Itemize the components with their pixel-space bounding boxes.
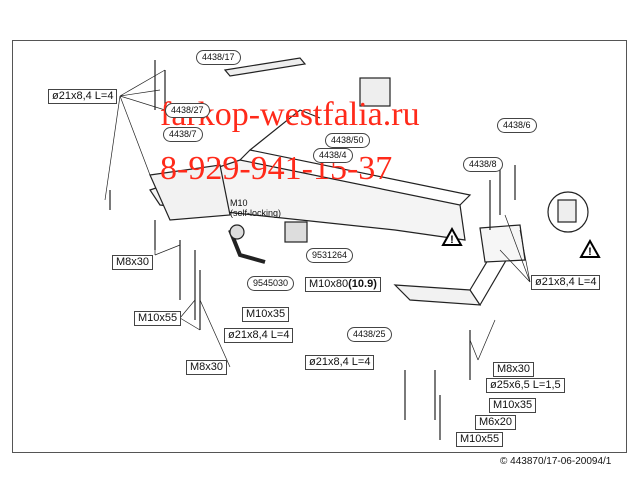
right-bracket xyxy=(393,284,482,306)
washer-top-left-label: ø21x8,4 L=4 xyxy=(48,89,118,104)
part-4438-4: 4438/4 xyxy=(313,148,353,163)
part-4438-50: 4438/50 xyxy=(325,133,370,148)
m10x55-left-label: M10x55 xyxy=(134,311,182,326)
m6x20-label: M6x20 xyxy=(475,415,517,430)
part-9531264: 9531264 xyxy=(306,248,354,263)
part-4438-25: 4438/25 xyxy=(347,327,392,342)
left-bracket xyxy=(149,164,231,221)
m10x55-right-label: M10x55 xyxy=(456,432,504,447)
tow-ball xyxy=(229,224,245,240)
copyright: © 443870/17-06-20094/1 xyxy=(500,456,612,467)
washer-right-label: ø21x8,4 L=4 xyxy=(531,275,601,290)
svg-text:!: ! xyxy=(588,246,592,258)
diagram-frame xyxy=(12,40,627,453)
m10x35-mid-label: M10x35 xyxy=(242,307,290,322)
m10-self-locking-label: M10 (self-locking) xyxy=(230,198,282,218)
watermark-phone: 8-929-941-15-37 xyxy=(160,150,393,187)
washer-mid-label: ø21x8,4 L=4 xyxy=(224,328,294,343)
svg-text:!: ! xyxy=(450,234,454,246)
part-4438-17: 4438/17 xyxy=(196,50,241,65)
m8x30-bottom-label: M8x30 xyxy=(186,360,228,375)
m10x35-right-label: M10x35 xyxy=(489,398,537,413)
top-bracket xyxy=(223,57,307,77)
m10x80-label: M10x80(10.9) xyxy=(305,277,381,292)
m8x30-right-label: M8x30 xyxy=(493,362,535,377)
part-4438-7: 4438/7 xyxy=(163,127,203,142)
m10x80-size: M10x80 xyxy=(309,278,349,290)
washer-25-label: ø25x6,5 L=1,5 xyxy=(486,378,565,393)
warning-triangle-icon: ! xyxy=(579,238,601,258)
part-9545030: 9545030 xyxy=(247,276,295,291)
m8x30-left-label: M8x30 xyxy=(112,255,154,270)
warning-triangle-icon: ! xyxy=(441,226,463,246)
socket-box xyxy=(284,221,308,243)
m10x80-grade: (10.9) xyxy=(348,278,377,290)
part-4438-8: 4438/8 xyxy=(463,157,503,172)
part-4438-6: 4438/6 xyxy=(497,118,537,133)
part-4438-27: 4438/27 xyxy=(165,103,210,118)
washer-lower-label: ø21x8,4 L=4 xyxy=(305,355,375,370)
